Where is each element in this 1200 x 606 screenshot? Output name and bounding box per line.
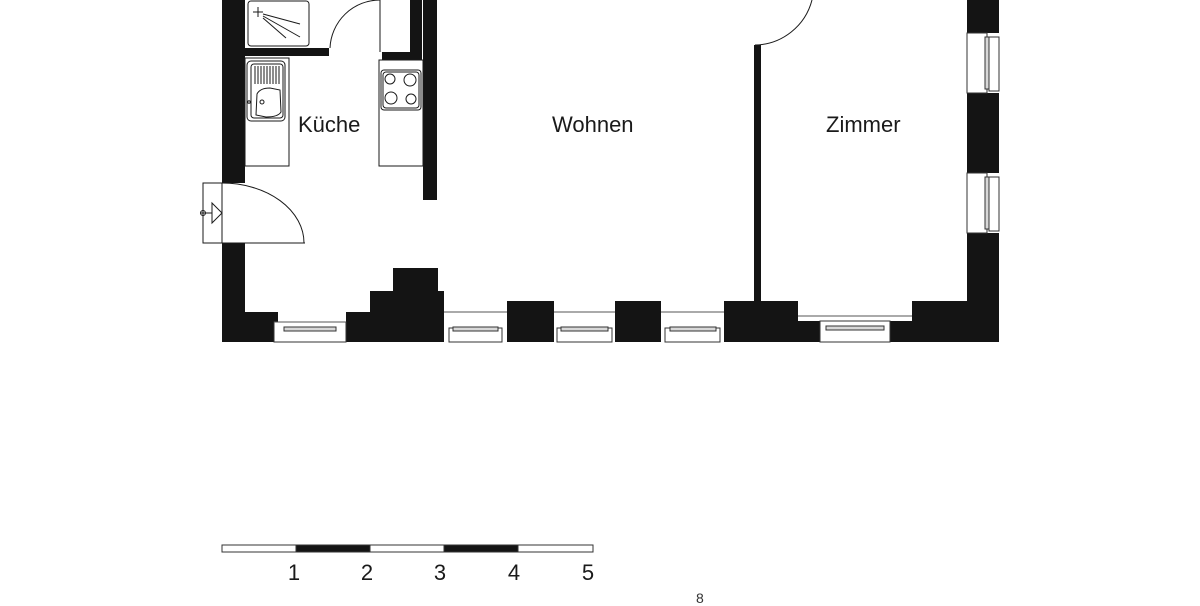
kitchen-counter-right: [378, 59, 424, 167]
doorbell-icon: [200, 210, 206, 216]
outer-walls: [222, 0, 999, 342]
inner-walls: [245, 0, 761, 302]
window-bottom-1: [273, 321, 347, 343]
doors: [200, 0, 813, 244]
scale-tick-4: 4: [507, 560, 521, 585]
room-label-zimmer: Zimmer: [826, 112, 901, 137]
stove-icon: [380, 69, 422, 111]
cropped-label-fragment: 8: [696, 590, 704, 606]
bathroom-door-swing: [329, 0, 380, 49]
window-bottom-3: [554, 311, 615, 343]
room-label-wohnen: Wohnen: [552, 112, 634, 137]
windows-right: [966, 32, 1000, 234]
window-bottom-2: [444, 311, 507, 343]
scale-tick-5: 5: [581, 560, 595, 585]
shower-icon: [247, 0, 310, 47]
windows-bottom: [273, 311, 912, 343]
entrance-door[interactable]: [200, 182, 306, 244]
zimmer-door-swing: [754, 0, 813, 46]
scale-tick-2: 2: [360, 560, 374, 585]
scale-bar: [221, 544, 594, 553]
sink-icon: [246, 60, 286, 122]
scale-tick-1: 1: [287, 560, 301, 585]
window-bottom-4: [661, 311, 724, 343]
window-right-1: [966, 32, 1000, 94]
entrance-arrow-icon: [211, 201, 223, 225]
window-right-2: [966, 172, 1000, 234]
scale-tick-3: 3: [433, 560, 447, 585]
room-label-kueche: Küche: [298, 112, 361, 137]
window-bottom-5: [798, 315, 912, 343]
kitchen-counter-left: [244, 57, 290, 167]
